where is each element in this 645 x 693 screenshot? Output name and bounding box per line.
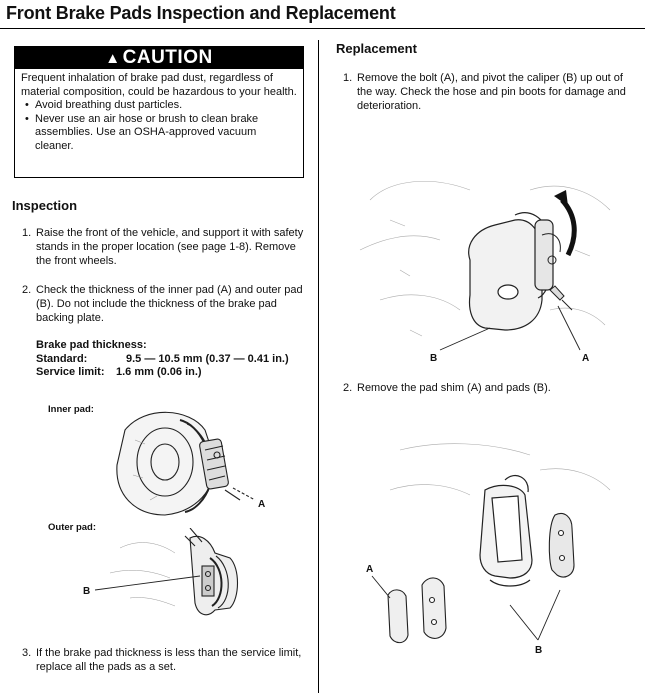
caution-header: ▲CAUTION xyxy=(15,47,303,69)
spec-standard-label: Standard: xyxy=(36,352,88,365)
title-rule xyxy=(0,28,645,29)
step-number: 1. xyxy=(22,227,32,239)
outer-pad-callout-b: B xyxy=(83,586,91,597)
step-text: Check the thickness of the inner pad (A)… xyxy=(36,284,303,324)
step-number: 2. xyxy=(343,382,353,394)
step-text: Raise the front of the vehicle, and supp… xyxy=(36,227,304,267)
spec-standard-value: 9.5 — 10.5 mm (0.37 — 0.41 in.) xyxy=(126,352,289,365)
step-text: Remove the pad shim (A) and pads (B). xyxy=(357,382,551,394)
caliper-callout-a: A xyxy=(582,353,590,364)
spec-service-label: Service limit: xyxy=(36,366,105,378)
spec-standard-row: Standard: 9.5 — 10.5 mm (0.37 — 0.41 in.… xyxy=(36,352,289,367)
replacement-heading: Replacement xyxy=(336,41,417,56)
brake-pad-spec: Brake pad thickness: Standard: 9.5 — 10.… xyxy=(36,339,289,380)
inspection-heading: Inspection xyxy=(12,198,78,213)
replacement-step-2: 2. Remove the pad shim (A) and pads (B). xyxy=(343,381,635,395)
inner-pad-illustration xyxy=(116,411,256,516)
caution-intro: Frequent inhalation of brake pad dust, r… xyxy=(21,72,297,98)
inner-pad-label: Inner pad: xyxy=(48,404,94,415)
pad-callout-a: A xyxy=(366,564,374,575)
outer-pad-illustration xyxy=(94,528,239,616)
caliper-pivot-illustration xyxy=(359,181,611,351)
inspection-step-1: 1. Raise the front of the vehicle, and s… xyxy=(22,226,312,268)
inspection-step-3: 3. If the brake pad thickness is less th… xyxy=(22,646,312,674)
caliper-callout-b: B xyxy=(430,353,438,364)
step-number: 2. xyxy=(22,284,32,296)
step-number: 1. xyxy=(343,72,353,84)
caution-body: Frequent inhalation of brake pad dust, r… xyxy=(15,69,303,153)
step-text: If the brake pad thickness is less than … xyxy=(36,647,302,673)
caution-box: ▲CAUTION Frequent inhalation of brake pa… xyxy=(14,46,304,178)
caution-bullet: Avoid breathing dust particles. xyxy=(21,99,297,113)
outer-pad-label: Outer pad: xyxy=(48,522,97,533)
caution-bullet: Never use an air hose or brush to clean … xyxy=(21,113,297,154)
inspection-step-2: 2. Check the thickness of the inner pad … xyxy=(22,283,307,325)
caution-bullets: Avoid breathing dust particles. Never us… xyxy=(21,99,297,153)
pad-callout-b: B xyxy=(535,645,543,656)
step-number: 3. xyxy=(22,647,32,659)
warning-triangle-icon: ▲ xyxy=(105,50,121,67)
caution-heading: CAUTION xyxy=(122,47,213,68)
spec-service-value: 1.6 mm (0.06 in.) xyxy=(116,366,202,378)
pad-removal-illustration xyxy=(371,443,611,644)
spec-service-row: Service limit: 1.6 mm (0.06 in.) xyxy=(36,366,202,380)
column-divider xyxy=(318,40,319,693)
page-title: Front Brake Pads Inspection and Replacem… xyxy=(6,3,396,23)
step-text: Remove the bolt (A), and pivot the calip… xyxy=(357,72,626,112)
replacement-step-1: 1. Remove the bolt (A), and pivot the ca… xyxy=(343,71,635,113)
spec-heading: Brake pad thickness: xyxy=(36,339,147,351)
inner-pad-callout-a: A xyxy=(258,499,266,510)
